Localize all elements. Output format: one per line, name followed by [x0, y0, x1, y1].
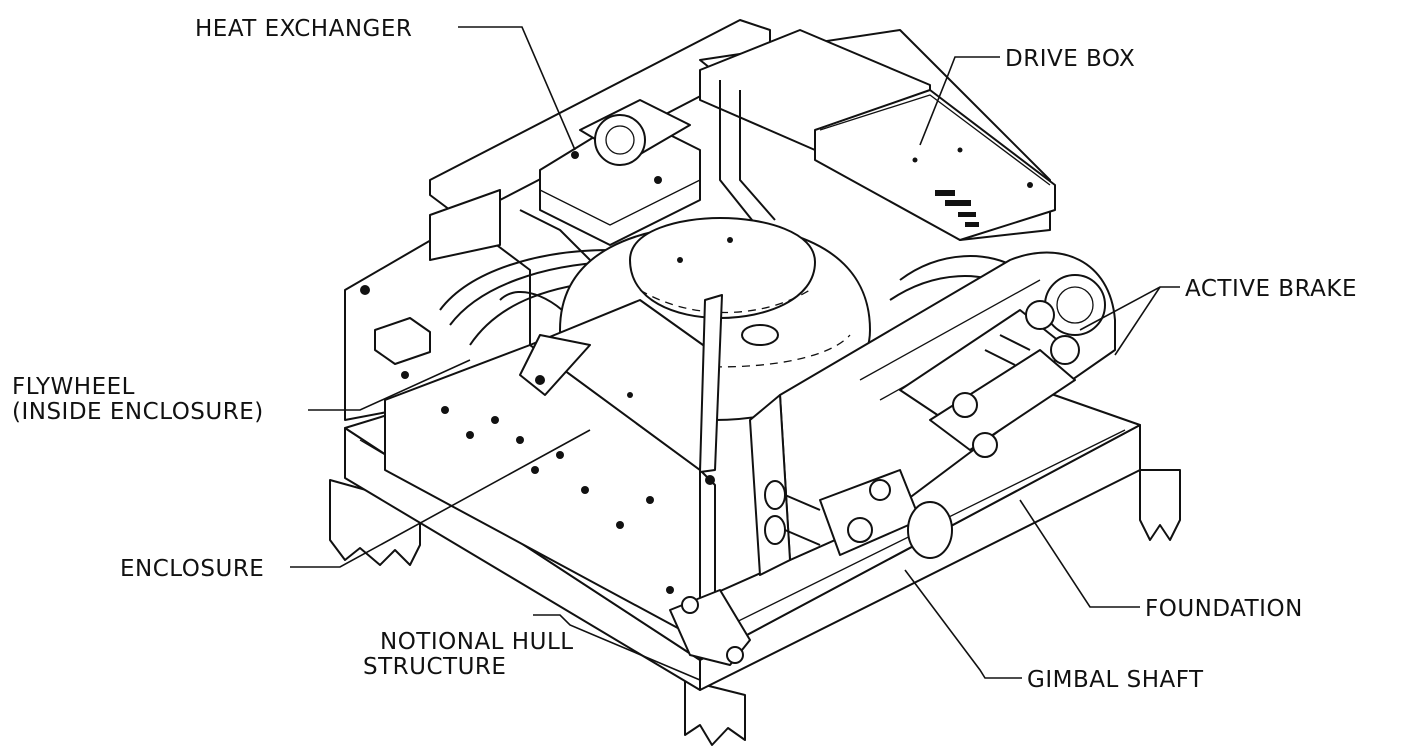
label-foundation: FOUNDATION	[1145, 596, 1303, 622]
label-gimbal-shaft: GIMBAL SHAFT	[1027, 667, 1204, 693]
enclosure	[360, 285, 723, 651]
active-brake	[899, 300, 1080, 458]
label-flywheel-line2: (INSIDE ENCLOSURE)	[12, 399, 264, 425]
heat-exchanger	[539, 99, 701, 246]
label-notional-hull-line1: NOTIONAL HULL	[380, 629, 574, 655]
label-flywheel-line1: FLYWHEEL	[12, 374, 135, 400]
leader-lines	[290, 26, 1180, 681]
label-active-brake: ACTIVE BRAKE	[1185, 276, 1357, 302]
gimbal-shaft	[669, 469, 953, 666]
label-notional-hull-line2: STRUCTURE	[363, 654, 506, 680]
label-drive-box: DRIVE BOX	[1005, 46, 1135, 72]
label-heat-exchanger: HEAT EXCHANGER	[195, 16, 412, 42]
label-enclosure: ENCLOSURE	[120, 556, 264, 582]
labels: HEAT EXCHANGER DRIVE BOX ACTIVE BRAKE FL…	[12, 16, 1357, 693]
drive-box	[699, 29, 1056, 241]
